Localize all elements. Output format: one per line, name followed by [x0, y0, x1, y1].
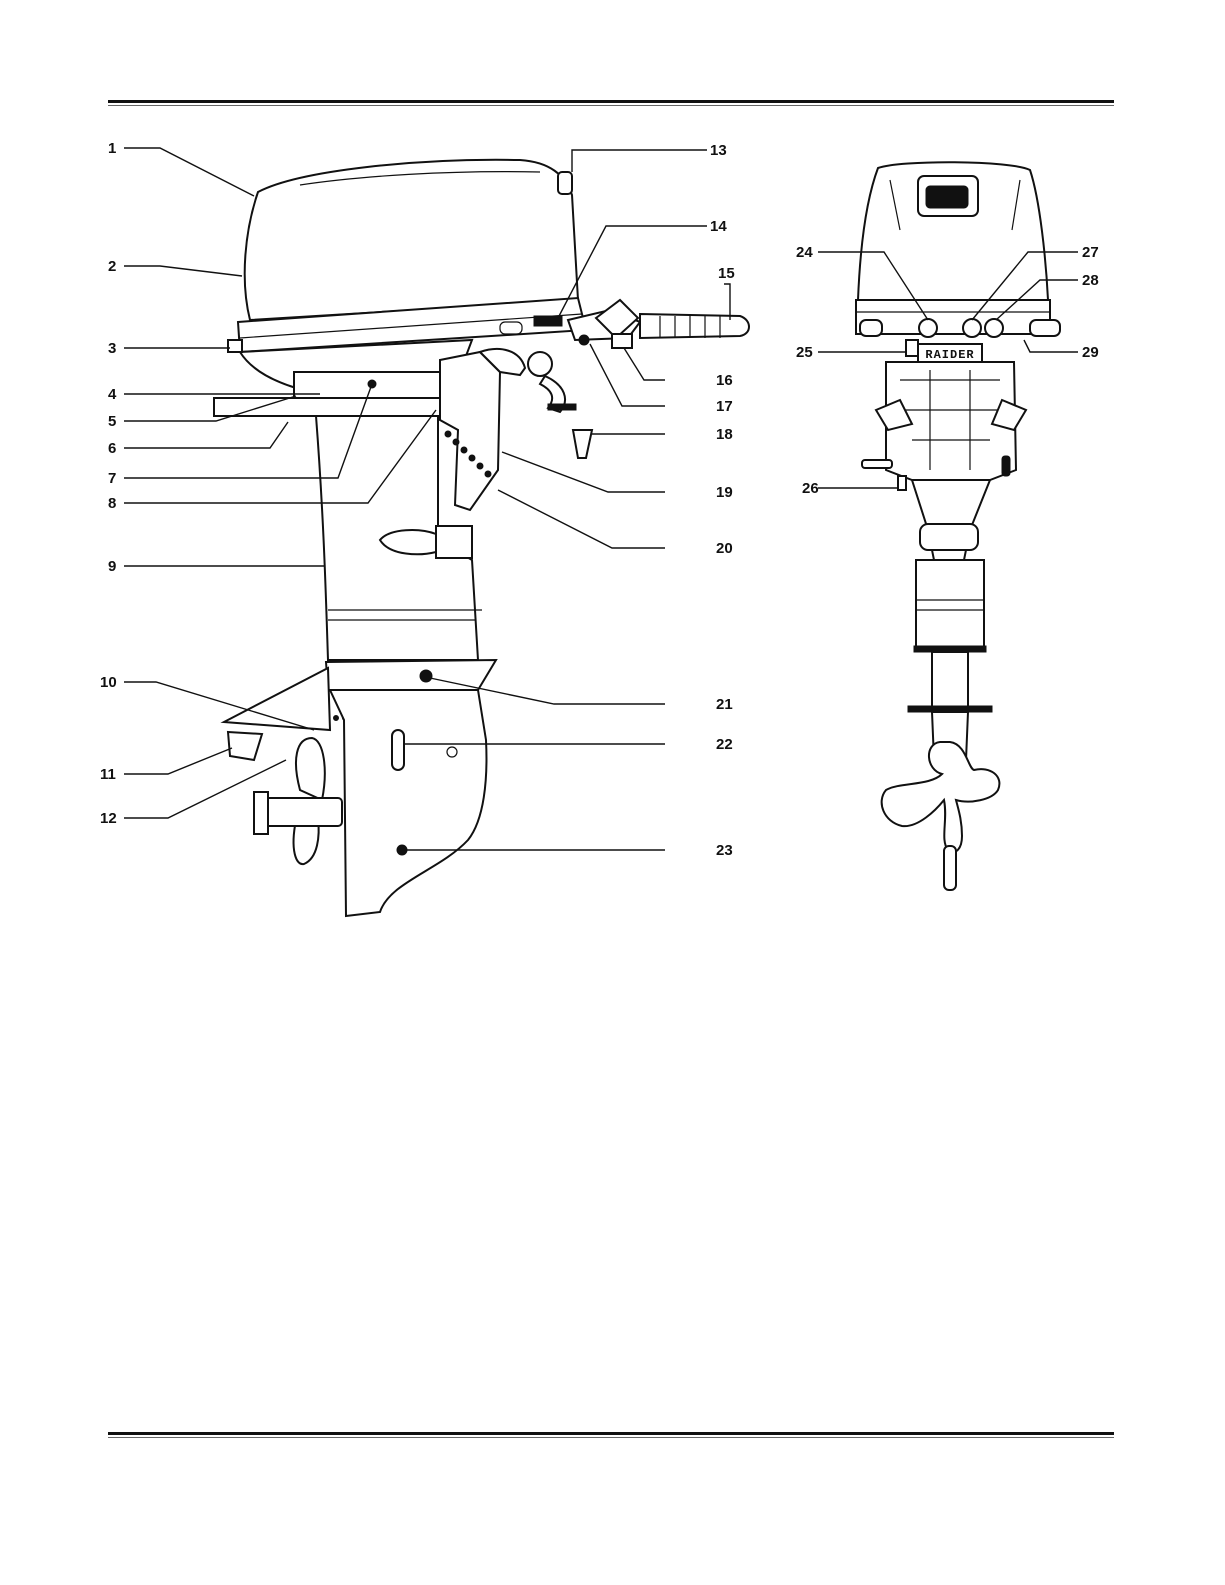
rear-port-right: [985, 319, 1003, 337]
trim-tab: [228, 732, 262, 760]
propeller-blade-upper: [296, 738, 325, 800]
callout-22: 22: [716, 736, 733, 753]
callout-6: 6: [108, 440, 116, 457]
transom-board: [214, 398, 440, 416]
callout-4: 4: [108, 386, 117, 403]
callout-10: 10: [100, 674, 117, 691]
rear-view-motor: RAIDER: [856, 162, 1060, 890]
callout-13: 13: [710, 142, 727, 159]
propeller-hub: [258, 798, 342, 826]
side-view-motor: [214, 160, 749, 916]
callout-28: 28: [1082, 272, 1099, 289]
callout-23: 23: [716, 842, 733, 859]
callout-24: 24: [796, 244, 813, 261]
callout-1: 1: [108, 140, 116, 157]
rear-port-left: [919, 319, 937, 337]
rear-port-mid: [963, 319, 981, 337]
callout-7: 7: [108, 470, 116, 487]
callout-12: 12: [100, 810, 117, 827]
brand-text: RAIDER: [925, 348, 974, 362]
rear-propeller: [882, 742, 1000, 852]
rear-skeg: [944, 846, 956, 890]
callout-11: 11: [100, 766, 116, 783]
anti-ventilation-plate: [326, 660, 496, 690]
engine-cowling: [245, 160, 578, 320]
callout-17: 17: [716, 398, 733, 415]
top-knob: [558, 172, 572, 194]
callout-2: 2: [108, 258, 116, 275]
callout-8: 8: [108, 495, 116, 512]
gear-case: [330, 690, 486, 916]
callout-16: 16: [716, 372, 733, 389]
tiller-grip: [640, 314, 749, 338]
callout-9: 9: [108, 558, 116, 575]
callout-14: 14: [710, 218, 727, 235]
callout-18: 18: [716, 426, 733, 443]
callout-15: 15: [718, 265, 735, 282]
callout-21: 21: [716, 696, 733, 713]
callout-5: 5: [108, 413, 116, 430]
callout-29: 29: [1082, 344, 1099, 361]
rear-cowling-band: [856, 300, 1050, 334]
callout-19: 19: [716, 484, 733, 501]
callout-20: 20: [716, 540, 733, 557]
callout-3: 3: [108, 340, 116, 357]
callout-25: 25: [796, 344, 813, 361]
rear-leg-lower: [932, 652, 968, 712]
callout-27: 27: [1082, 244, 1099, 261]
rear-leg-upper: [916, 560, 984, 650]
callout-26: 26: [802, 480, 819, 497]
cavitation-plate: [224, 668, 330, 730]
